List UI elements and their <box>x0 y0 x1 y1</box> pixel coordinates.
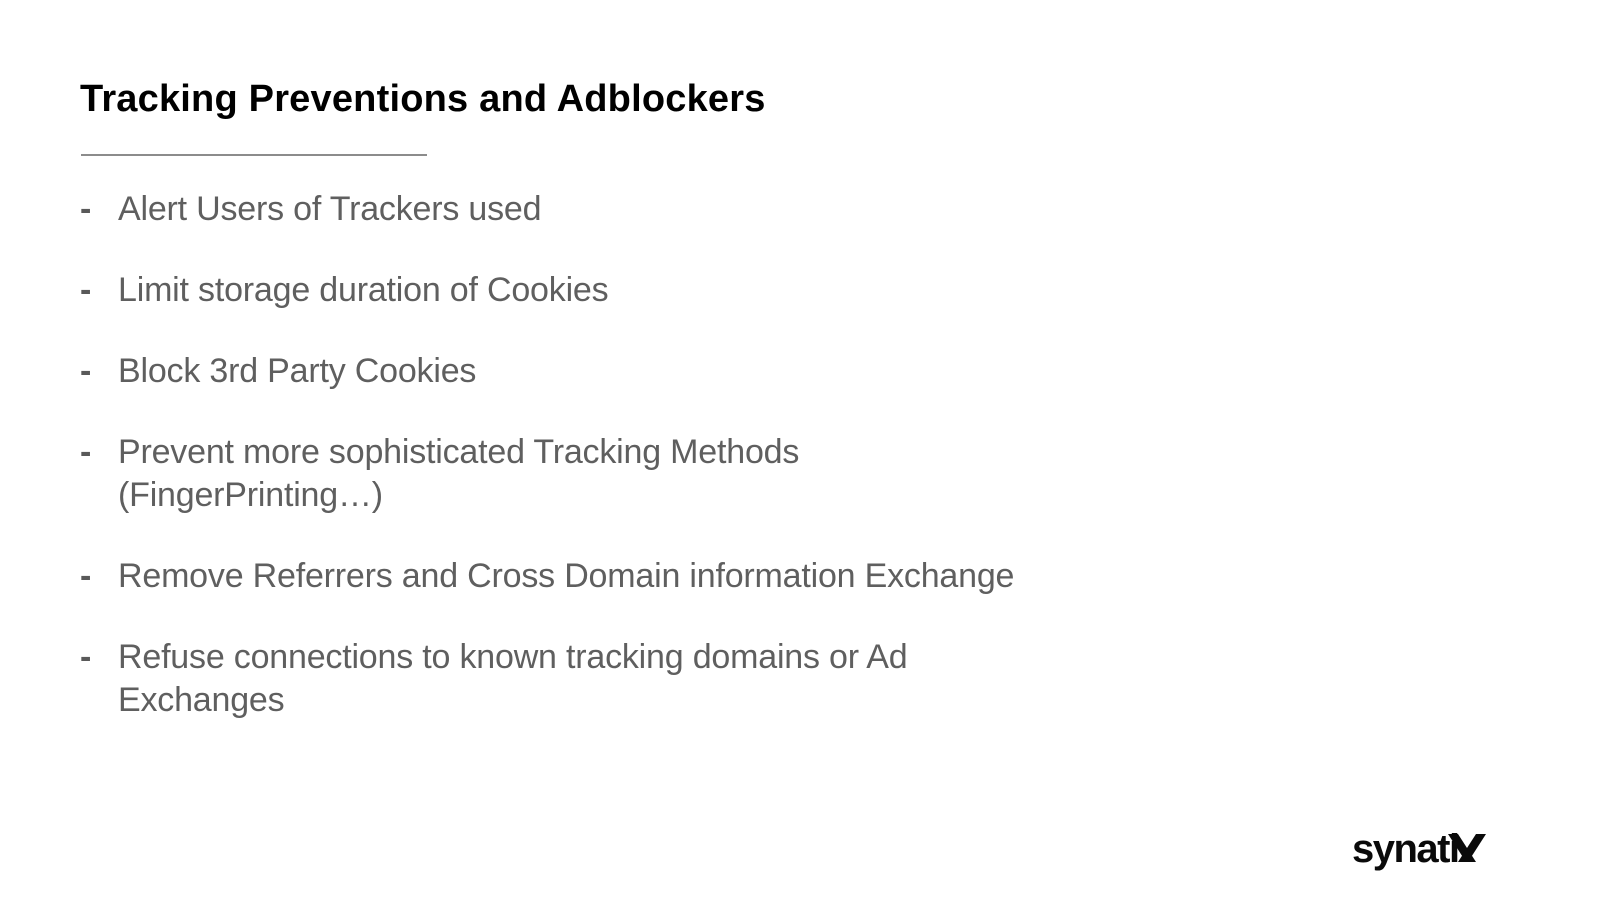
list-item-label: Prevent more sophisticated Tracking Meth… <box>118 433 800 514</box>
dash-bullet-icon: - <box>80 271 92 309</box>
list-item: - Refuse connections to known tracking d… <box>78 636 1298 722</box>
list-item-label: Alert Users of Trackers used <box>118 190 542 228</box>
list-item: - Remove Referrers and Cross Domain info… <box>78 555 1298 598</box>
dash-bullet-icon: - <box>80 557 92 595</box>
list-item: - Alert Users of Trackers used <box>78 188 1298 231</box>
bullet-list: - Alert Users of Trackers used - Limit s… <box>78 188 1298 760</box>
title-underline-divider <box>81 154 427 156</box>
list-item-label: Limit storage duration of Cookies <box>118 271 609 309</box>
dash-bullet-icon: - <box>80 433 92 471</box>
dash-bullet-icon: - <box>80 352 92 390</box>
list-item-label: Remove Referrers and Cross Domain inform… <box>118 557 1015 595</box>
dash-bullet-icon: - <box>80 190 92 228</box>
list-item-label: Block 3rd Party Cookies <box>118 352 477 390</box>
page-title: Tracking Preventions and Adblockers <box>80 78 766 120</box>
list-item: - Block 3rd Party Cookies <box>78 350 1298 393</box>
dash-bullet-icon: - <box>80 638 92 676</box>
list-item-label: Refuse connections to known tracking dom… <box>118 638 908 719</box>
svg-text:synati: synati <box>1352 827 1459 871</box>
list-item: - Prevent more sophisticated Tracking Me… <box>78 431 1298 517</box>
list-item: - Limit storage duration of Cookies <box>78 269 1298 312</box>
synatix-logo: synati <box>1352 818 1492 880</box>
